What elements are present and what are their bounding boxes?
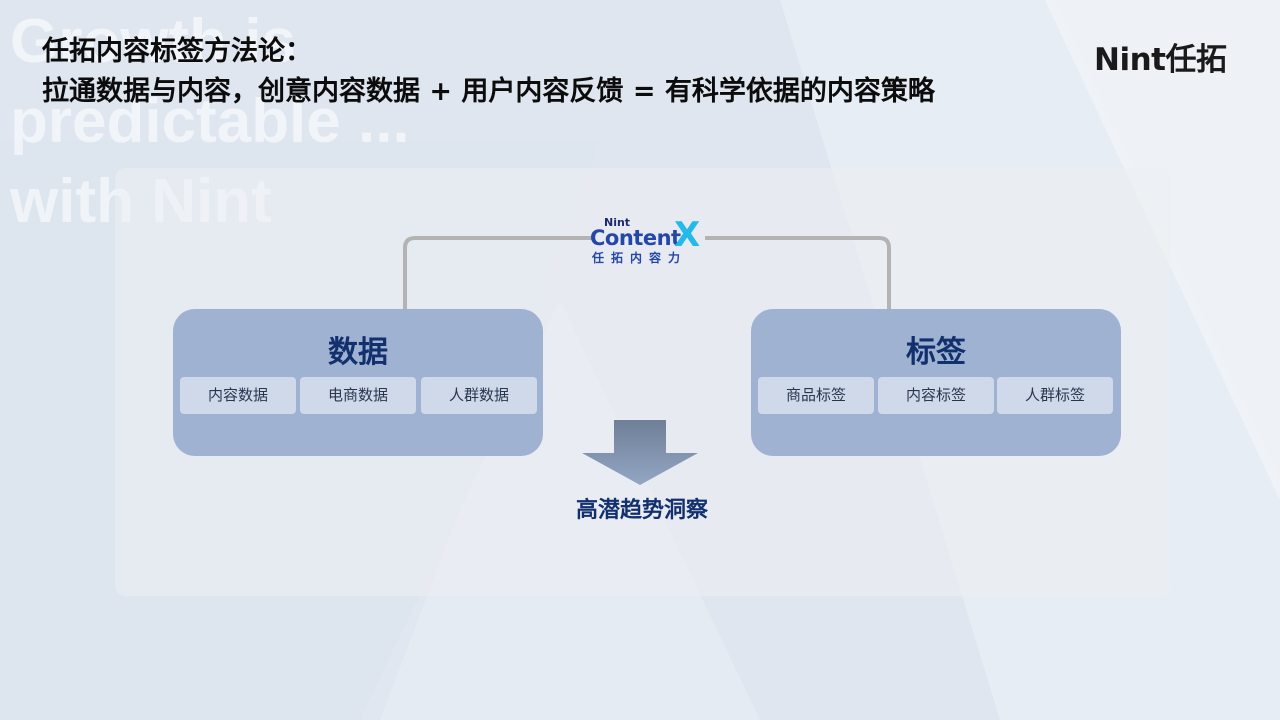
watermark-line: Growth is: [10, 7, 296, 76]
title-line-1: 任拓内容标签方法论：: [42, 36, 312, 67]
chip-audience-tag: 人群标签: [997, 377, 1113, 414]
tag-box-title: 标签: [906, 335, 966, 370]
data-box-title: 数据: [328, 335, 388, 370]
logo-nint-text: Nint: [604, 216, 631, 229]
content-x-logo: Nint Content X 任拓内容力: [588, 214, 708, 266]
chip-product-tag: 商品标签: [758, 377, 874, 414]
chip-audience-data: 人群数据: [421, 377, 537, 414]
high-potential-trend-insight: 高潜趋势洞察: [575, 498, 708, 523]
brand-logo: Nint任拓: [1094, 42, 1227, 78]
logo-subtitle: 任拓内容力: [592, 251, 688, 265]
page-title: 任拓内容标签方法论： 拉通数据与内容，创意内容数据 + 用户内容反馈 = 有科学…: [42, 32, 935, 112]
logo-content-text: Content: [590, 226, 681, 250]
chip-content-tag: 内容标签: [878, 377, 994, 414]
down-arrow-icon: [582, 420, 698, 485]
chip-content-data: 内容数据: [180, 377, 296, 414]
watermark-line: predictable ...: [10, 87, 410, 156]
title-line-2: 拉通数据与内容，创意内容数据 + 用户内容反馈 = 有科学依据的内容策略: [42, 76, 935, 107]
tag-box: 标签 商品标签 内容标签 人群标签: [751, 309, 1121, 456]
chip-ecommerce-data: 电商数据: [300, 377, 416, 414]
data-box: 数据 内容数据 电商数据 人群数据: [173, 309, 543, 456]
logo-x-mark: X: [674, 215, 701, 255]
